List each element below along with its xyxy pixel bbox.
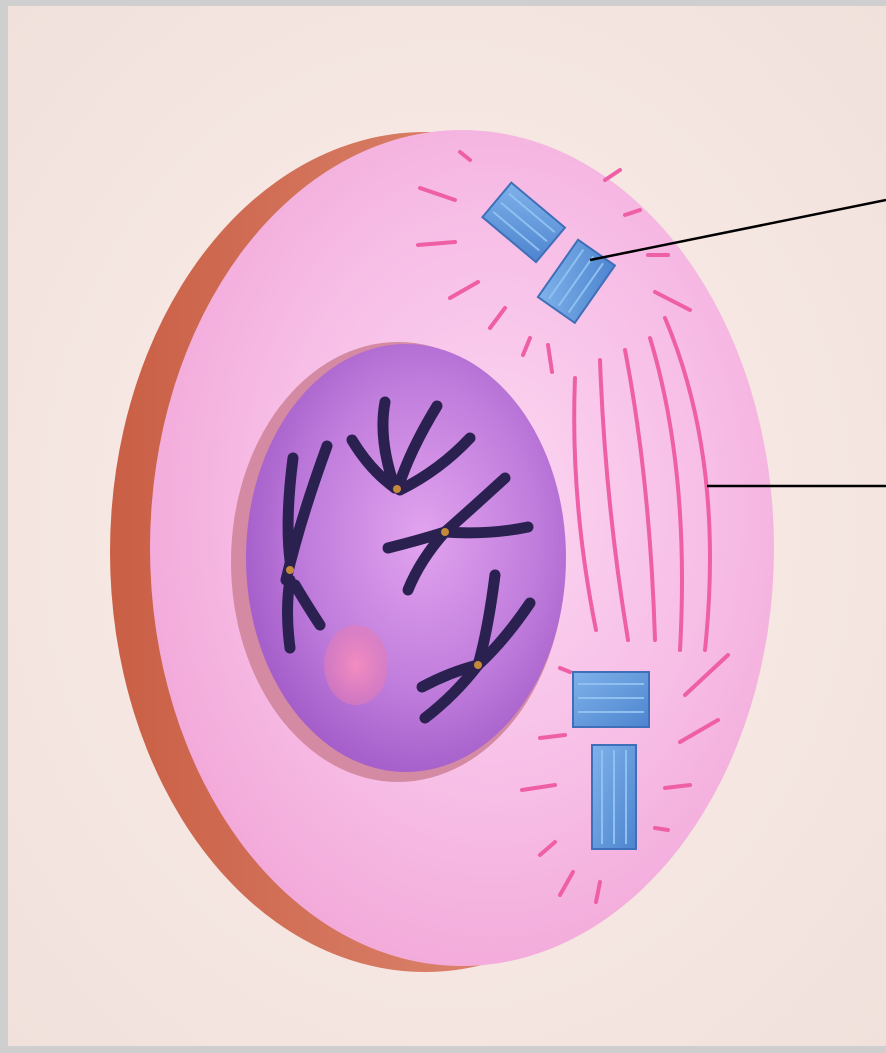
nucleolus [324, 625, 388, 705]
centromere-dot [441, 528, 449, 536]
centromere-dot [286, 566, 294, 574]
centromere-dot [474, 661, 482, 669]
nucleus [231, 342, 566, 782]
centromere-dot [393, 485, 401, 493]
centriole [573, 672, 649, 727]
centriole [592, 745, 636, 849]
